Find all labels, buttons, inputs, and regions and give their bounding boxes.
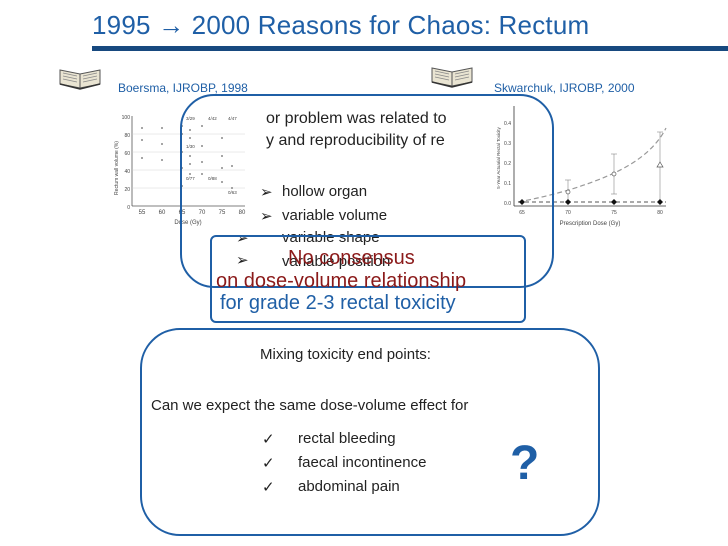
consensus-line-3: for grade 2-3 rectal toxicity	[220, 292, 456, 314]
left-plot-ylabel: Rectum wall volume (%)	[114, 141, 120, 195]
check-arrow-icon: ➢	[236, 230, 249, 247]
right-xtick: 75	[611, 210, 617, 216]
right-plot-xlabel: Prescription Dose (Gy)	[560, 221, 621, 227]
left-plot-grid	[132, 133, 245, 189]
endpoint-item: faecal incontinence	[298, 454, 427, 471]
left-ytick: 20	[124, 187, 130, 193]
right-ytick: 0.0	[504, 201, 511, 207]
left-plot-xlabel: Dose (Gy)	[174, 220, 201, 226]
problem-line-1: or problem was related to	[266, 110, 447, 127]
right-ytick: 0.3	[504, 141, 511, 147]
right-plot-baseline-markers	[519, 199, 663, 205]
endpoint-item: rectal bleeding	[298, 430, 396, 447]
problem-line-2: y and reproducibility of re	[266, 132, 445, 149]
left-xtick: 70	[199, 210, 206, 216]
problem-item: variable volume	[282, 207, 388, 224]
right-xtick: 65	[519, 210, 525, 216]
consensus-line-2: on dose-volume relationship	[216, 270, 467, 292]
problem-item: variable shape	[282, 229, 380, 246]
reference-right: Skwarchuk, IJROBP, 2000	[494, 81, 635, 95]
check-arrow-icon: ➢	[260, 208, 273, 225]
left-plot-annotation: 0/77	[186, 176, 195, 181]
left-xtick: 75	[219, 210, 226, 216]
left-ytick: 100	[122, 115, 131, 121]
consensus-line-1: No consensus	[288, 247, 415, 269]
book-icon	[431, 67, 473, 88]
slide-title: 1995 → 2000 Reasons for Chaos: Rectum	[92, 10, 590, 40]
left-ytick: 40	[124, 169, 130, 175]
consensus-box	[210, 235, 526, 323]
check-arrow-icon: ➢	[260, 184, 273, 201]
problem-text-backdrop	[258, 104, 492, 162]
checkmark-icon: ✓	[262, 431, 275, 448]
left-xtick: 55	[139, 210, 146, 216]
left-ytick: 0	[127, 205, 130, 211]
book-icon	[59, 69, 101, 90]
right-plot-ylabel: 5-Year Actuarial Rectal Toxicity	[496, 126, 501, 188]
left-ytick: 80	[124, 133, 130, 139]
right-xtick: 80	[657, 210, 663, 216]
problem-item: variable position	[282, 253, 391, 270]
question-mark-icon: ?	[510, 437, 540, 490]
endpoints-box	[140, 328, 600, 536]
left-ytick: 60	[124, 151, 130, 157]
checkmark-icon: ✓	[262, 455, 275, 472]
right-ytick: 0.4	[504, 121, 511, 127]
right-ytick: 0.1	[504, 181, 511, 187]
problem-item: hollow organ	[282, 183, 368, 200]
right-ytick: 0.2	[504, 161, 511, 167]
left-xtick: 80	[239, 210, 246, 216]
endpoint-item: abdominal pain	[298, 478, 400, 495]
left-xtick: 65	[179, 210, 186, 216]
left-plot-annotation: 0/88	[208, 176, 217, 181]
left-xtick: 60	[159, 210, 166, 216]
right-plot-points	[565, 161, 664, 195]
left-plot-annotation: 0/63	[228, 190, 237, 195]
checkmark-icon: ✓	[262, 479, 275, 496]
endpoints-question: Can we expect the same dose-volume effec…	[151, 397, 469, 414]
title-underline	[92, 46, 728, 51]
left-plot-annotation: 4/47	[228, 116, 237, 121]
right-xtick: 70	[565, 210, 571, 216]
problem-box	[180, 94, 554, 288]
reference-left: Boersma, IJROBP, 1998	[118, 81, 248, 95]
right-plot-error-bars	[565, 131, 663, 202]
check-arrow-icon: ➢	[236, 252, 249, 269]
left-plot-annotation: 1/30	[186, 144, 195, 149]
endpoints-heading: Mixing toxicity end points:	[260, 346, 431, 363]
